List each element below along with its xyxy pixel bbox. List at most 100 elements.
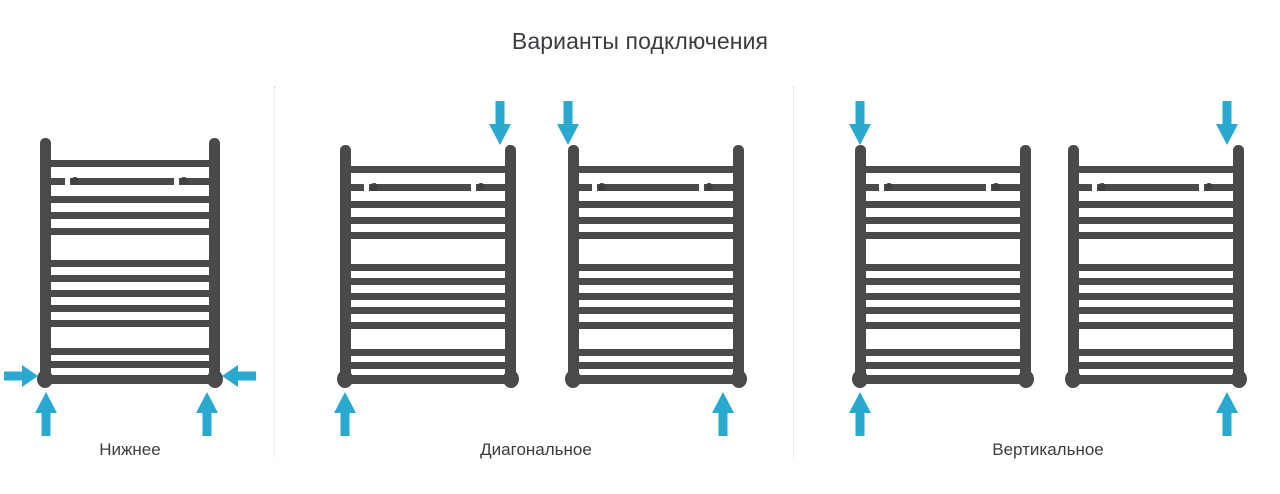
radiator-rung	[43, 348, 217, 355]
radiator-rail-right	[1233, 145, 1244, 384]
arrow-bottom-left-icon	[849, 392, 871, 436]
radiator-rung	[571, 232, 741, 239]
arrow-bottom-right-icon	[1216, 392, 1238, 436]
radiator-rung	[1071, 278, 1241, 285]
radiator-valve-gap	[879, 184, 884, 191]
radiator-rung	[43, 212, 217, 219]
radiator-vertical-2	[1065, 145, 1247, 388]
radiator-rung	[343, 293, 513, 300]
radiator-bottom-rung	[343, 375, 513, 384]
radiator-bottom-rung	[1071, 375, 1241, 384]
arrow-bottom-right-icon	[196, 392, 218, 436]
radiator-rung	[1071, 322, 1241, 329]
arrow-bottom-left-icon	[35, 392, 57, 436]
radiator-diagonal-1	[337, 145, 519, 388]
radiator-rail-left	[40, 138, 51, 384]
radiator-joint-right	[1018, 370, 1034, 388]
radiator-valve-gap	[986, 184, 991, 191]
arrow-top-left-icon	[849, 101, 871, 145]
arrow-bottom-left-icon	[334, 392, 356, 436]
radiator-rung	[1071, 166, 1241, 173]
radiator-joint-left	[37, 370, 53, 388]
radiator-rung	[858, 217, 1028, 224]
radiator-rung	[858, 264, 1028, 271]
radiator-rung	[43, 196, 217, 203]
radiator-rail-left	[855, 145, 866, 384]
radiator-vertical-1	[852, 145, 1034, 388]
radiator-rail-right	[209, 138, 220, 384]
radiator-rail-right	[505, 145, 516, 384]
radiator-valve-dot	[477, 183, 485, 191]
divider-1	[274, 86, 275, 458]
radiator-joint-right	[207, 370, 223, 388]
radiator-rung	[858, 232, 1028, 239]
radiator-rung	[43, 178, 217, 185]
radiator-joint-left	[565, 370, 581, 388]
radiator-rung	[343, 184, 513, 191]
radiator-rung	[343, 278, 513, 285]
radiator-rung	[858, 184, 1028, 191]
radiator-rung	[343, 217, 513, 224]
radiator-rung	[1071, 362, 1241, 369]
radiator-valve-dot	[71, 177, 79, 185]
radiator-valve-gap	[1199, 184, 1204, 191]
radiator-valve-gap	[471, 184, 476, 191]
radiator-rung	[43, 260, 217, 267]
radiator-valve-gap	[174, 178, 179, 185]
radiator-rung	[571, 362, 741, 369]
radiator-rung	[43, 320, 217, 327]
radiator-rung	[343, 264, 513, 271]
radiator-rung	[343, 362, 513, 369]
radiator-rung	[858, 166, 1028, 173]
radiator-rung	[43, 275, 217, 282]
radiator-bottom-1	[37, 138, 223, 388]
radiator-rung	[43, 361, 217, 368]
radiator-valve-dot	[1098, 183, 1106, 191]
radiator-rung	[1071, 232, 1241, 239]
radiator-rail-left	[340, 145, 351, 384]
radiator-rail-left	[568, 145, 579, 384]
radiator-joint-left	[1065, 370, 1081, 388]
arrow-bottom-right-icon	[712, 392, 734, 436]
radiator-valve-gap	[699, 184, 704, 191]
radiator-diagonal-2	[565, 145, 747, 388]
radiator-rung	[1071, 349, 1241, 356]
radiator-valve-gap	[1092, 184, 1097, 191]
radiator-rung	[858, 201, 1028, 208]
arrow-top-right-icon	[1216, 101, 1238, 145]
radiator-rung	[43, 305, 217, 312]
radiator-rung	[571, 307, 741, 314]
radiator-rung	[858, 362, 1028, 369]
section-label-bottom: Нижнее	[99, 440, 161, 459]
radiator-valve-gap	[65, 178, 70, 185]
arrow-inlet-left-icon	[4, 365, 38, 387]
radiator-bottom-rung	[858, 375, 1028, 384]
radiator-bottom-rung	[43, 375, 217, 384]
radiator-rung	[571, 278, 741, 285]
radiator-joint-right	[1231, 370, 1247, 388]
radiator-rail-right	[1020, 145, 1031, 384]
radiator-rung	[1071, 307, 1241, 314]
radiator-rung	[858, 349, 1028, 356]
radiator-rung	[571, 322, 741, 329]
radiator-valve-dot	[992, 183, 1000, 191]
radiator-joint-right	[731, 370, 747, 388]
radiator-rung	[571, 349, 741, 356]
radiator-rung	[343, 307, 513, 314]
radiator-rung	[858, 307, 1028, 314]
radiator-rung	[858, 278, 1028, 285]
radiator-rung	[343, 349, 513, 356]
radiator-valve-dot	[370, 183, 378, 191]
divider-2	[793, 86, 794, 458]
radiator-rung	[343, 322, 513, 329]
radiator-valve-dot	[885, 183, 893, 191]
radiator-valve-dot	[705, 183, 713, 191]
section-label-diagonal: Диагональное	[480, 440, 592, 459]
radiator-rung	[1071, 201, 1241, 208]
radiator-rung	[343, 201, 513, 208]
radiator-rail-right	[733, 145, 744, 384]
radiator-rung	[571, 184, 741, 191]
radiator-valve-dot	[598, 183, 606, 191]
radiator-valve-dot	[1205, 183, 1213, 191]
